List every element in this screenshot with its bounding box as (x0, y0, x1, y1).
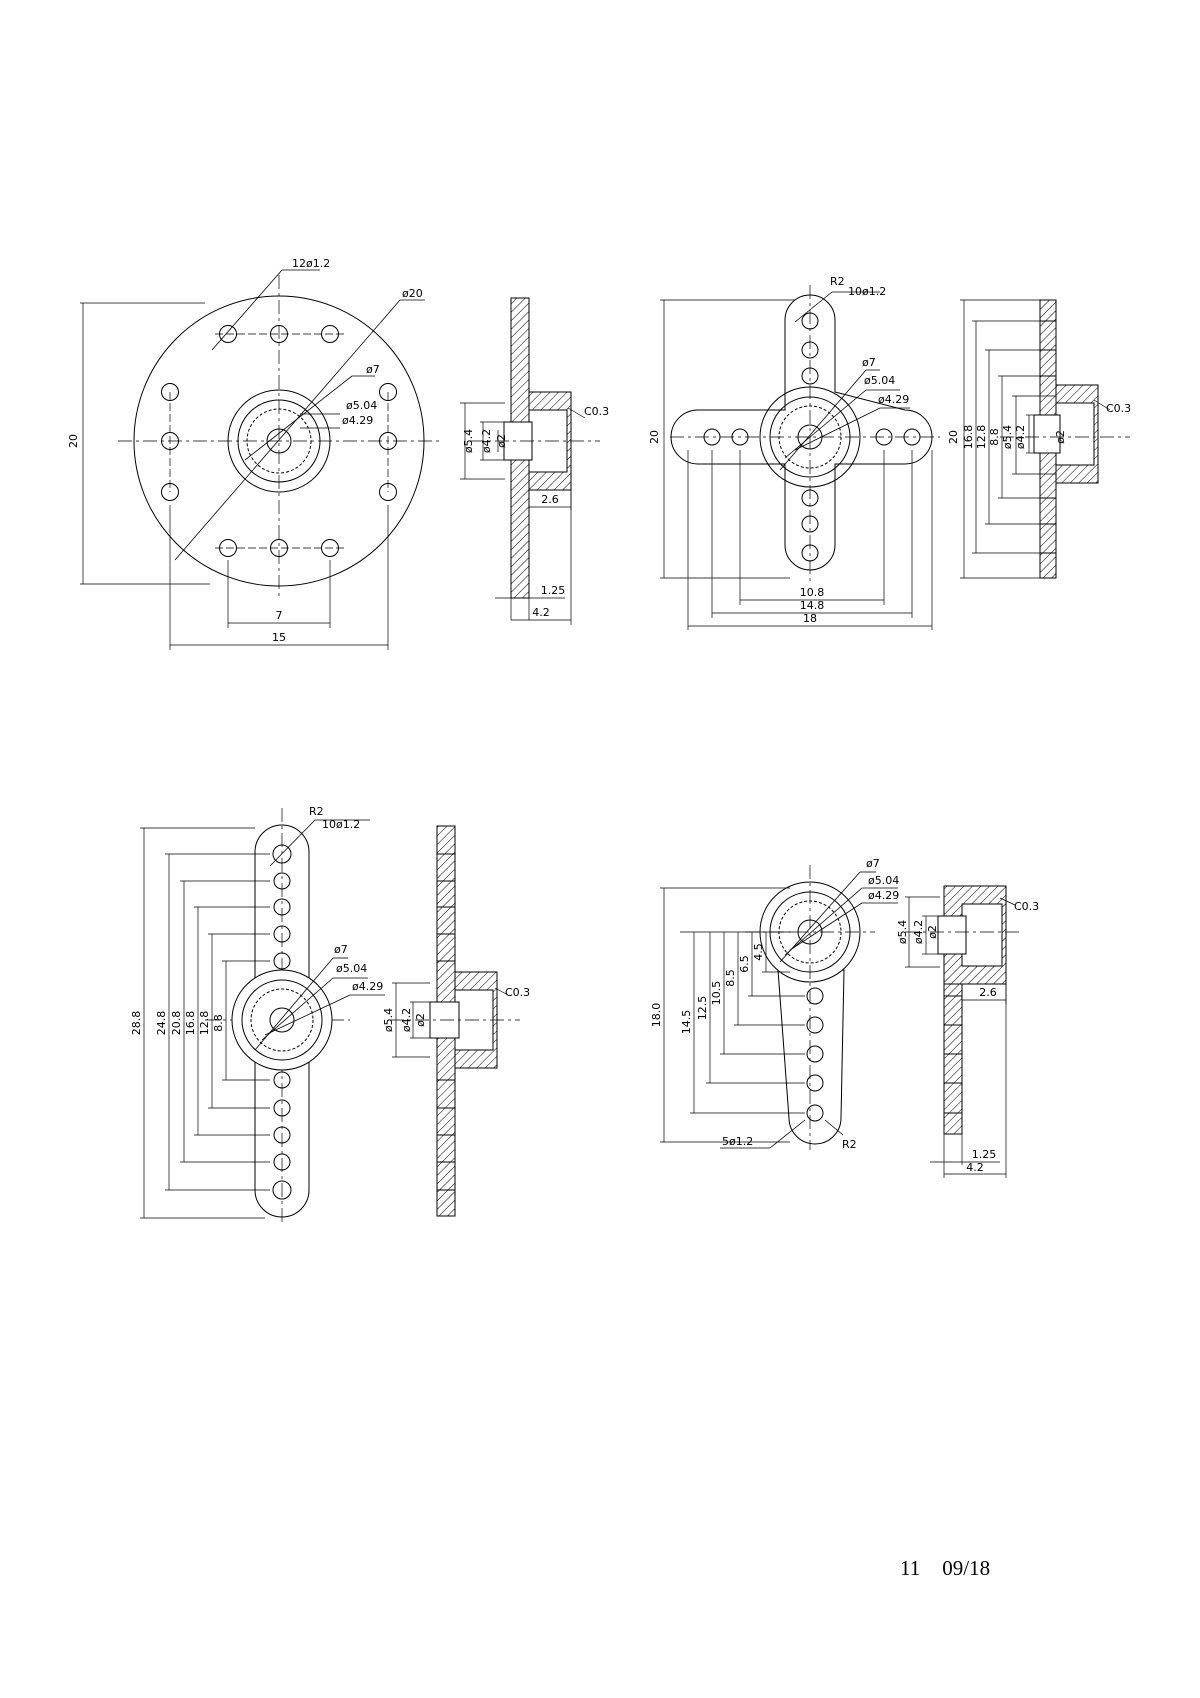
double-arm-hub-label: ø7 (334, 943, 348, 956)
single-arm-radius-label: R2 (842, 1138, 857, 1151)
single-arm-side-w1: 2.6 (979, 986, 997, 999)
double-arm-radius-label: R2 (309, 805, 324, 818)
double-arm-h1: 28.8 (130, 1011, 143, 1036)
cross-horn-spline-b-label: ø4.29 (878, 393, 909, 406)
single-arm-side-d3: ø2 (926, 925, 939, 939)
round-disc-span-b-label: 15 (272, 631, 286, 644)
round-disc-spline-b-label: ø4.29 (342, 414, 373, 427)
mounting-holes (161, 325, 397, 557)
single-arm-h6: 6.5 (738, 955, 751, 973)
double-arm-side-d1: ø5.4 (382, 1008, 395, 1032)
round-disc-spline-a-label: ø5.04 (346, 399, 377, 412)
round-disc-holes-label: 12ø1.2 (292, 257, 330, 270)
round-disc-height-label: 20 (67, 434, 80, 448)
round-disc-side-w2: 1.25 (541, 584, 566, 597)
double-arm-side-chamfer: C0.3 (505, 986, 530, 999)
double-arm-side-view (390, 825, 520, 1217)
cross-horn-side-view (960, 299, 1130, 579)
double-arm-h5: 12.8 (198, 1011, 211, 1036)
single-arm-h5: 8.5 (724, 969, 737, 987)
round-disc-side-view (460, 297, 600, 625)
cross-horn-spline-a-label: ø5.04 (864, 374, 895, 387)
single-arm-side-d2: ø4.2 (912, 920, 925, 944)
cross-horn-side-h1: 20 (947, 430, 960, 444)
cross-horn-side-d3: ø2 (1054, 430, 1067, 444)
double-arm-spline-b-label: ø4.29 (352, 980, 383, 993)
cross-horn-span-c-label: 18 (803, 612, 817, 625)
round-disc-side-w1: 2.6 (541, 493, 559, 506)
cross-horn-height-label: 20 (648, 430, 661, 444)
single-arm-h2: 14.5 (680, 1010, 693, 1035)
single-arm-front-view (660, 865, 898, 1150)
double-arm-front-view (140, 808, 385, 1222)
double-arm-side-d3: ø2 (414, 1013, 427, 1027)
cross-horn-side-d2: ø4.2 (1014, 425, 1027, 449)
round-disc-outer-dia-label: ø20 (402, 287, 423, 300)
double-arm-spline-a-label: ø5.04 (336, 962, 367, 975)
double-arm-h3: 20.8 (170, 1011, 183, 1036)
page-footer: 11 09/18 (900, 1556, 1012, 1581)
round-disc-side-d2: ø4.2 (480, 429, 493, 453)
cross-horn-hub-label: ø7 (862, 356, 876, 369)
double-arm-side-d2: ø4.2 (400, 1008, 413, 1032)
round-disc-hub-label: ø7 (366, 363, 380, 376)
single-arm-side-d1: ø5.4 (896, 920, 909, 944)
single-arm-spline-b-label: ø4.29 (868, 889, 899, 902)
double-arm-hub (231, 969, 333, 1071)
round-disc-side-chamfer: C0.3 (584, 405, 609, 418)
double-arm-holes-label: 10ø1.2 (322, 818, 360, 831)
single-arm-h7: 4.5 (752, 943, 765, 961)
double-arm-holes (272, 844, 292, 1200)
cross-horn-holes-label: 10ø1.2 (848, 285, 886, 298)
cross-horn-span-a-label: 10.8 (800, 586, 825, 599)
round-disc-span-a-label: 7 (276, 609, 283, 622)
round-disc-side-d1: ø5.4 (462, 429, 475, 453)
page-number: 11 (900, 1556, 921, 1580)
single-arm-side-w2: 1.25 (972, 1148, 997, 1161)
single-arm-holes (806, 987, 824, 1122)
cross-horn-radius-label: R2 (830, 275, 845, 288)
spline-hub (227, 389, 331, 493)
cross-horn-span-b-label: 14.8 (800, 599, 825, 612)
cross-horn-side-h3: 12.8 (975, 425, 988, 450)
double-arm-h6: 8.8 (212, 1014, 225, 1032)
double-arm-h4: 16.8 (184, 1011, 197, 1036)
cross-horn-holes (703, 312, 921, 562)
cross-horn-side-chamfer: C0.3 (1106, 402, 1131, 415)
cross-horn-front-view (660, 285, 940, 630)
round-disc-side-d3: ø2 (495, 434, 508, 448)
single-arm-h1: 18.0 (650, 1003, 663, 1028)
cross-horn-side-h2: 16.8 (962, 425, 975, 450)
single-arm-holes-label: 5ø1.2 (722, 1135, 753, 1148)
single-arm-side-w3: 4.2 (966, 1161, 984, 1174)
cross-horn-side-d1: ø5.4 (1001, 425, 1014, 449)
round-disc-side-w3: 4.2 (532, 606, 550, 619)
single-arm-h3: 12.5 (696, 996, 709, 1021)
cross-horn-side-h4: 8.8 (988, 428, 1001, 446)
single-arm-spline-a-label: ø5.04 (868, 874, 899, 887)
round-disc-front-view (80, 269, 442, 650)
single-arm-h4: 10.5 (710, 981, 723, 1006)
page-date: 09/18 (942, 1556, 991, 1580)
single-arm-side-view (905, 885, 1020, 1178)
single-arm-side-chamfer: C0.3 (1014, 900, 1039, 913)
single-arm-hub-label: ø7 (866, 857, 880, 870)
double-arm-h2: 24.8 (155, 1011, 168, 1036)
